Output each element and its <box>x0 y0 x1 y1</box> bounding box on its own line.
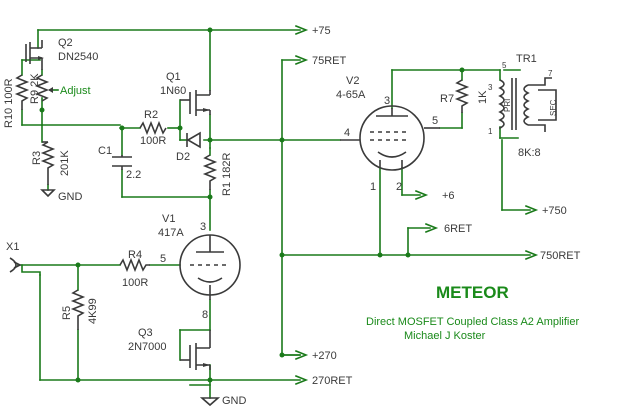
label-r5-value: 4K99 <box>87 298 99 324</box>
label-c1-ref: C1 <box>98 145 112 157</box>
label-r2-value: 100R <box>140 135 166 147</box>
label-ret6: 6RET <box>444 223 472 235</box>
title-line1: Direct MOSFET Coupled Class A2 Amplifier <box>366 316 579 328</box>
label-r3-ref: R3 <box>31 151 43 165</box>
label-v2-part: 4-65A <box>336 89 366 101</box>
junction-dots <box>39 27 465 383</box>
label-v2-ref: V2 <box>346 75 359 87</box>
r2-resistor <box>139 120 167 136</box>
label-v1-pin8: 8 <box>202 309 208 321</box>
r7-resistor <box>454 79 470 113</box>
label-v2-pin1: 1 <box>370 181 376 193</box>
label-v2-pin4: 4 <box>344 127 350 139</box>
title-name: METEOR <box>436 283 509 302</box>
label-r4-ref: R4 <box>128 249 142 261</box>
label-v1-pin5: 5 <box>160 253 166 265</box>
label-d2: D2 <box>176 151 190 163</box>
label-v1-pin3: 3 <box>200 221 206 233</box>
title-block: METEOR Direct MOSFET Coupled Class A2 Am… <box>366 283 579 342</box>
q2-mosfet-symbol <box>25 40 44 70</box>
label-gnd-bottom: GND <box>222 395 247 407</box>
label-plus6: +6 <box>442 190 455 202</box>
label-r4-value: 100R <box>122 277 148 289</box>
label-v2-pin5: 5 <box>432 115 438 127</box>
label-adjust: Adjust <box>60 85 91 97</box>
wires <box>17 29 531 399</box>
label-q3-part: 2N7000 <box>128 341 167 353</box>
label-tr1: TR1 <box>516 53 537 65</box>
label-ret75: 75RET <box>312 55 347 67</box>
label-v1-part: 417A <box>158 227 184 239</box>
label-r5-ref: R5 <box>61 306 73 320</box>
label-tr-pin3: 3 <box>488 83 493 92</box>
label-r7-ref: R7 <box>440 93 454 105</box>
r9-potentiometer <box>34 74 59 102</box>
v1-tube-symbol <box>179 234 241 300</box>
label-sec: SEC <box>549 99 558 116</box>
x1-input-jack <box>9 257 41 276</box>
label-r3-value: 201K <box>59 150 71 176</box>
label-tr-pin5: 5 <box>502 61 507 70</box>
r1-resistor <box>202 154 218 190</box>
label-r9: R9 2K <box>29 73 41 104</box>
label-ret270: 270RET <box>312 375 353 387</box>
q1-mosfet-symbol <box>180 90 211 116</box>
r5-resistor <box>70 289 86 330</box>
labels: +75 75RET Q2 DN2540 Adjust R10 100R R9 2… <box>3 25 581 407</box>
label-tr-pin7: 7 <box>548 69 553 78</box>
label-q3-ref: Q3 <box>138 327 153 339</box>
output-arrows <box>294 24 539 386</box>
label-plus75: +75 <box>312 25 331 37</box>
label-tr-pin1: 1 <box>488 127 493 136</box>
label-r10: R10 100R <box>3 78 15 128</box>
label-gnd-top: GND <box>58 191 83 203</box>
c1-capacitor <box>112 155 132 170</box>
v2-tube-symbol <box>340 105 440 171</box>
label-r7-value: 1K <box>477 90 489 104</box>
r3-resistor <box>40 141 56 198</box>
d2-diode <box>186 131 201 149</box>
label-ratio: 8K:8 <box>518 147 541 159</box>
label-pri: PRI <box>503 99 512 112</box>
label-v1-ref: V1 <box>162 213 175 225</box>
label-r1: R1 182R <box>221 153 233 196</box>
ground-symbol-bottom <box>199 397 221 407</box>
label-q2-part: DN2540 <box>58 51 98 63</box>
label-plus750: +750 <box>542 205 567 217</box>
label-c1-value: 2.2 <box>126 169 141 181</box>
label-q1-part: 1N60 <box>160 85 186 97</box>
label-ret750: 750RET <box>540 250 581 262</box>
r4-resistor <box>119 257 150 273</box>
label-x1: X1 <box>6 241 19 253</box>
title-line2: Michael J Koster <box>404 330 486 342</box>
q3-mosfet-symbol <box>180 330 211 370</box>
label-plus270: +270 <box>312 350 337 362</box>
r10-resistor <box>14 74 30 110</box>
label-v2-pin2: 2 <box>396 181 402 193</box>
label-r2-ref: R2 <box>144 109 158 121</box>
label-v2-pin3: 3 <box>384 95 390 107</box>
label-q1-ref: Q1 <box>166 71 181 83</box>
label-q2-ref: Q2 <box>58 37 73 49</box>
tr1-transformer-symbol <box>498 77 557 132</box>
